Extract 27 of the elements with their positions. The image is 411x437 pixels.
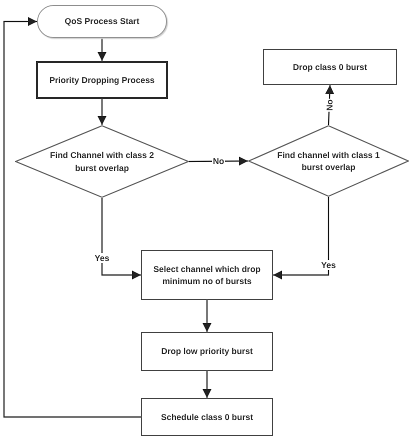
- terminal-label: QoS Process Start: [64, 15, 140, 28]
- process-label: Drop class 0 burst: [292, 60, 368, 74]
- edge-label: No: [324, 98, 334, 112]
- process-label: Schedule class 0 burst: [160, 410, 254, 424]
- process-box: [36, 61, 168, 99]
- process-box: [141, 332, 273, 371]
- decision-label: Find Channel with class 2 burst overlap: [49, 149, 155, 174]
- decision-diamond: [15, 125, 189, 198]
- edge-label: Yes: [320, 260, 337, 270]
- process-box: [263, 49, 397, 85]
- start-terminal: [37, 5, 167, 38]
- arrow: [202, 371, 212, 398]
- process-label: Drop low priority burst: [161, 345, 253, 358]
- arrow: [98, 99, 106, 125]
- arrow: [101, 198, 141, 280]
- decision-diamond: [248, 125, 409, 197]
- arrow: [98, 38, 106, 61]
- edge-label: Yes: [94, 252, 110, 264]
- arrow: [202, 300, 212, 332]
- decision-label: Find channel with class 1 burst overlap: [276, 148, 381, 174]
- process-box: [141, 398, 273, 436]
- process-label: Select channel which drop minimum no of bursts: [152, 262, 262, 288]
- process-box: [141, 250, 273, 300]
- arrow: [273, 197, 330, 280]
- process-label: Priority Dropping Process: [49, 74, 155, 86]
- edge-label: No: [212, 156, 226, 166]
- arrow: [3, 17, 141, 418]
